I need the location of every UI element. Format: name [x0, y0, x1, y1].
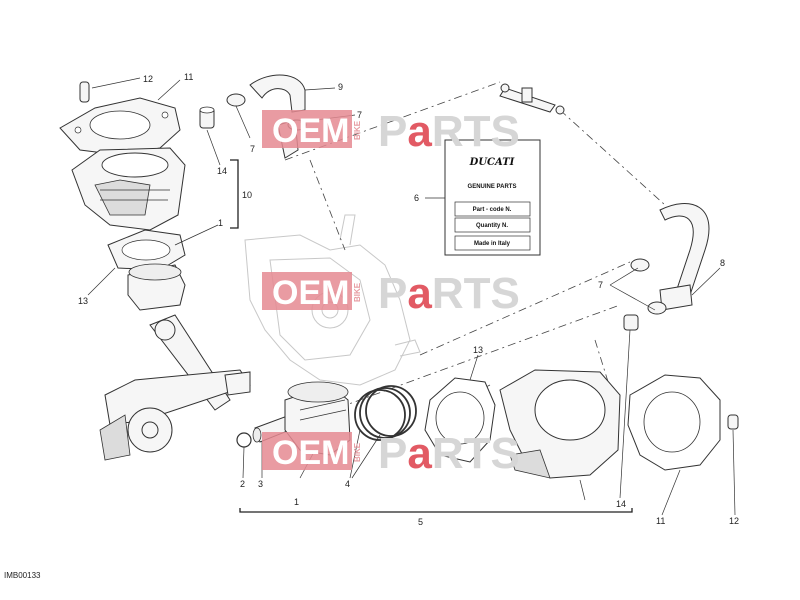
watermark-oem: OEM: [272, 112, 349, 150]
watermark-a: a: [407, 429, 432, 478]
coolant-pipe-right: [659, 203, 710, 311]
dowel-pin-bottom: [727, 414, 739, 430]
card-subtitle: GENUINE PARTS: [468, 184, 517, 190]
callout-8: 8: [720, 258, 725, 268]
watermark-3: OEM BIKE PaRTS: [262, 429, 520, 478]
watermark-oem: OEM: [272, 434, 349, 472]
crankshaft: [99, 314, 251, 461]
watermark-bike: BIKE: [353, 282, 362, 302]
card-row-origin: Made in Italy: [474, 241, 511, 247]
callout-13-left: 13: [78, 296, 88, 306]
callout-11-bottom: 11: [656, 516, 665, 526]
callout-11-top: 11: [184, 72, 193, 82]
t-fitting: [499, 83, 565, 115]
watermark-a: a: [407, 107, 432, 156]
card-row-quantity: Quantity N.: [476, 223, 508, 229]
watermark-p: P: [378, 429, 407, 478]
card-row-part-code: Part - code N.: [473, 207, 512, 213]
callout-7-pipe: 7: [357, 110, 362, 120]
base-gasket-center: [424, 377, 496, 463]
piston-top: [127, 263, 186, 311]
watermark-rts: RTS: [432, 269, 520, 318]
sleeve-top: [199, 106, 215, 129]
watermark-rts: RTS: [432, 107, 520, 156]
piston-rings: [354, 385, 417, 441]
watermark-1: OEM BIKE PaRTS: [262, 107, 520, 156]
callouts: 12 11 9 7 7 14 10 1 13 6 8 7 13 2 3 4 1 …: [78, 72, 739, 527]
sleeve-bottom: [623, 314, 639, 331]
callout-13-center: 13: [473, 345, 483, 355]
cylinder-bottom: [499, 369, 621, 479]
head-gasket-bottom: [627, 374, 721, 471]
cylinder-top: [71, 147, 186, 231]
callout-7-right: 7: [598, 280, 603, 290]
callout-6: 6: [414, 193, 419, 203]
svg-text:PaRTS: PaRTS: [378, 269, 520, 318]
card-brand: DUCATI: [469, 157, 515, 168]
hose-clamp-right: [630, 258, 667, 315]
dowel-pin-top: [79, 81, 90, 103]
leader-lines: [87, 77, 736, 516]
brackets: [230, 159, 633, 513]
watermark-bike: BIKE: [353, 120, 362, 140]
callout-9: 9: [338, 82, 343, 92]
circlip: [236, 432, 252, 448]
callout-1-top: 1: [218, 218, 223, 228]
callout-1-bottom: 1: [294, 497, 299, 507]
watermark-2: OEM BIKE PaRTS: [262, 269, 520, 318]
genuine-parts-card: DUCATI GENUINE PARTS Part - code N. Quan…: [444, 139, 541, 256]
callout-3: 3: [258, 479, 263, 489]
callout-14-top: 14: [217, 166, 227, 176]
callout-4: 4: [345, 479, 350, 489]
callout-5: 5: [418, 517, 423, 527]
base-gasket-left: [107, 229, 186, 271]
svg-text:PaRTS: PaRTS: [378, 429, 520, 478]
watermark-bike: BIKE: [353, 442, 362, 462]
callout-10: 10: [242, 190, 252, 200]
callout-7-top: 7: [250, 144, 255, 154]
watermark-p: P: [378, 269, 407, 318]
head-gasket-top: [59, 97, 181, 156]
callout-12-bottom: 12: [729, 516, 739, 526]
watermark-rts: RTS: [432, 429, 520, 478]
watermark-p: P: [378, 107, 407, 156]
callout-12-top: 12: [143, 74, 153, 84]
callout-14-bottom: 14: [616, 499, 626, 509]
watermark-a: a: [407, 269, 432, 318]
watermark-oem: OEM: [272, 274, 349, 312]
svg-text:PaRTS: PaRTS: [378, 107, 520, 156]
drawing-code: IMB00133: [4, 571, 41, 580]
callout-2: 2: [240, 479, 245, 489]
